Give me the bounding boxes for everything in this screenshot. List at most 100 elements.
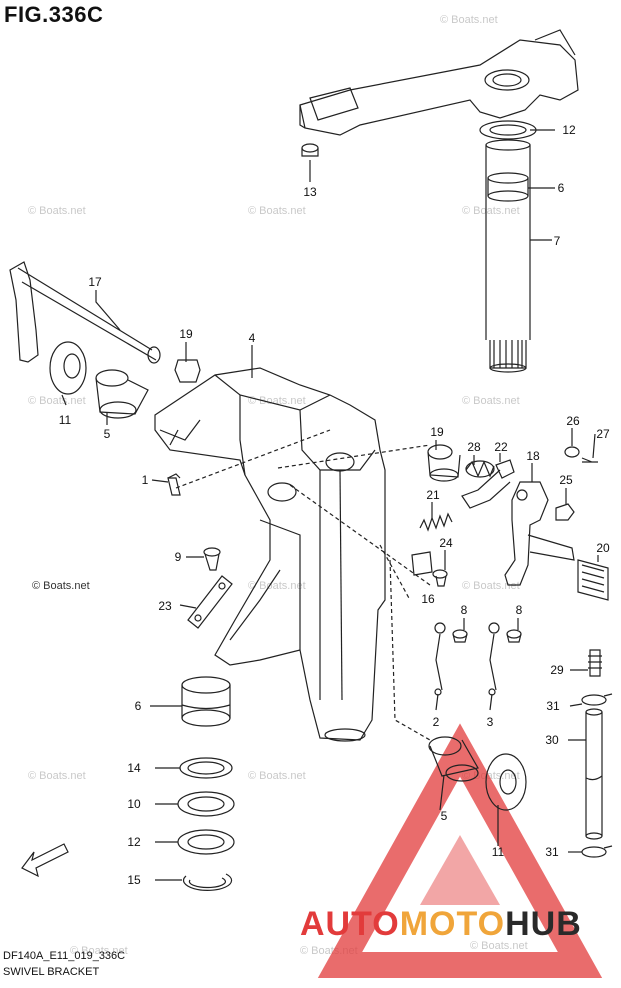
tilt-rod — [9, 261, 161, 364]
callout-number: 19 — [430, 425, 444, 439]
callout-number: 16 — [421, 592, 435, 606]
watermark: © Boats.net — [28, 205, 86, 217]
hose-clip — [581, 693, 613, 706]
ground-wire — [488, 622, 500, 696]
watermark: © Boats.net — [28, 395, 86, 407]
callout-number: 12 — [127, 835, 141, 849]
brand-logo-triangle — [317, 723, 603, 978]
watermark: © Boats.net — [470, 940, 528, 952]
callout-number: 19 — [179, 327, 193, 341]
screw — [203, 547, 221, 571]
brand-logo-text: AUTOMOTOHUB — [300, 905, 582, 944]
ground-wire — [434, 622, 446, 696]
watermark: © Boats.net — [70, 945, 128, 957]
nut — [555, 503, 575, 521]
callout-number: 1 — [142, 473, 149, 487]
watermark: © Boats.net — [32, 580, 90, 592]
watermark: © Boats.net — [440, 14, 498, 26]
callout-number: 22 — [494, 440, 508, 454]
bushing — [181, 676, 231, 727]
callout-number: 6 — [558, 181, 565, 195]
washer — [564, 446, 580, 458]
callout-number: 12 — [562, 123, 576, 137]
callout-number: 28 — [467, 440, 481, 454]
screw — [432, 569, 448, 587]
callout-number: 20 — [596, 541, 610, 555]
bolt — [506, 629, 522, 643]
watermark: © Boats.net — [248, 580, 306, 592]
callout-number: 25 — [559, 473, 573, 487]
watermark: © Boats.net — [248, 205, 306, 217]
callout-number: 21 — [426, 488, 440, 502]
callout-number: 18 — [526, 449, 540, 463]
bushing — [487, 172, 529, 202]
steering-arm — [299, 29, 579, 136]
washer — [49, 341, 87, 395]
clip — [411, 551, 433, 576]
callout-number: 24 — [439, 536, 453, 550]
anode-plate — [187, 575, 233, 629]
callout-number: 27 — [596, 427, 610, 441]
cotter-pin — [581, 457, 598, 463]
callout-number: 14 — [127, 761, 141, 775]
callout-number: 8 — [461, 603, 468, 617]
watermark: © Boats.net — [462, 395, 520, 407]
bolt — [452, 629, 468, 643]
brand-part: AUTO — [300, 905, 400, 943]
fwd-arrow-icon — [21, 843, 69, 878]
callout-number: 11 — [492, 845, 505, 859]
washer — [177, 829, 235, 855]
washer — [485, 753, 527, 811]
callout-number: 3 — [487, 715, 494, 729]
clip — [461, 459, 515, 509]
callout-number: 5 — [104, 427, 111, 441]
callout-number: 4 — [249, 331, 256, 345]
bolt — [301, 143, 319, 157]
figure-title: FIG.336C — [4, 2, 104, 27]
washer — [177, 791, 235, 817]
callout-number: 31 — [546, 699, 560, 713]
callout-number: 8 — [516, 603, 523, 617]
callout-number: 23 — [158, 599, 172, 613]
washer — [179, 757, 233, 779]
figure-name: SWIVEL BRACKET — [3, 966, 100, 978]
grease-nipple — [588, 649, 602, 677]
watermark: © Boats.net — [248, 770, 306, 782]
callout-number: 10 — [127, 797, 141, 811]
watermark: © Boats.net — [28, 770, 86, 782]
callout-number: 17 — [88, 275, 102, 289]
callout-number: 7 — [554, 234, 561, 248]
callout-number: 30 — [545, 733, 559, 747]
watermark: © Boats.net — [462, 205, 520, 217]
callout-number: 6 — [135, 699, 142, 713]
spring — [419, 512, 453, 532]
watermark: © Boats.net — [462, 580, 520, 592]
brand-part: MOTO — [399, 905, 506, 943]
hose — [585, 708, 603, 840]
callout-number: 29 — [550, 663, 564, 677]
watermark: © Boats.net — [248, 395, 306, 407]
bushing — [427, 444, 461, 482]
callout-number: 5 — [441, 809, 448, 823]
steering-shaft — [485, 139, 531, 373]
callout-number: 9 — [175, 550, 182, 564]
bolt — [167, 473, 181, 496]
bushing — [95, 369, 149, 419]
figure-code: DF140A_E11_019_336C — [3, 950, 126, 962]
callout-number: 26 — [566, 414, 580, 428]
callout-number: 31 — [545, 845, 559, 859]
bushing — [428, 736, 479, 782]
lever — [504, 481, 575, 586]
hose-clip — [581, 845, 613, 858]
callout-number: 13 — [303, 185, 317, 199]
bushing — [174, 359, 201, 383]
spring — [465, 460, 495, 478]
callout-number: 15 — [127, 873, 141, 887]
rubber-pad — [577, 559, 609, 601]
swivel-bracket — [154, 367, 386, 742]
callout-number: 2 — [433, 715, 440, 729]
snap-ring — [182, 873, 233, 891]
